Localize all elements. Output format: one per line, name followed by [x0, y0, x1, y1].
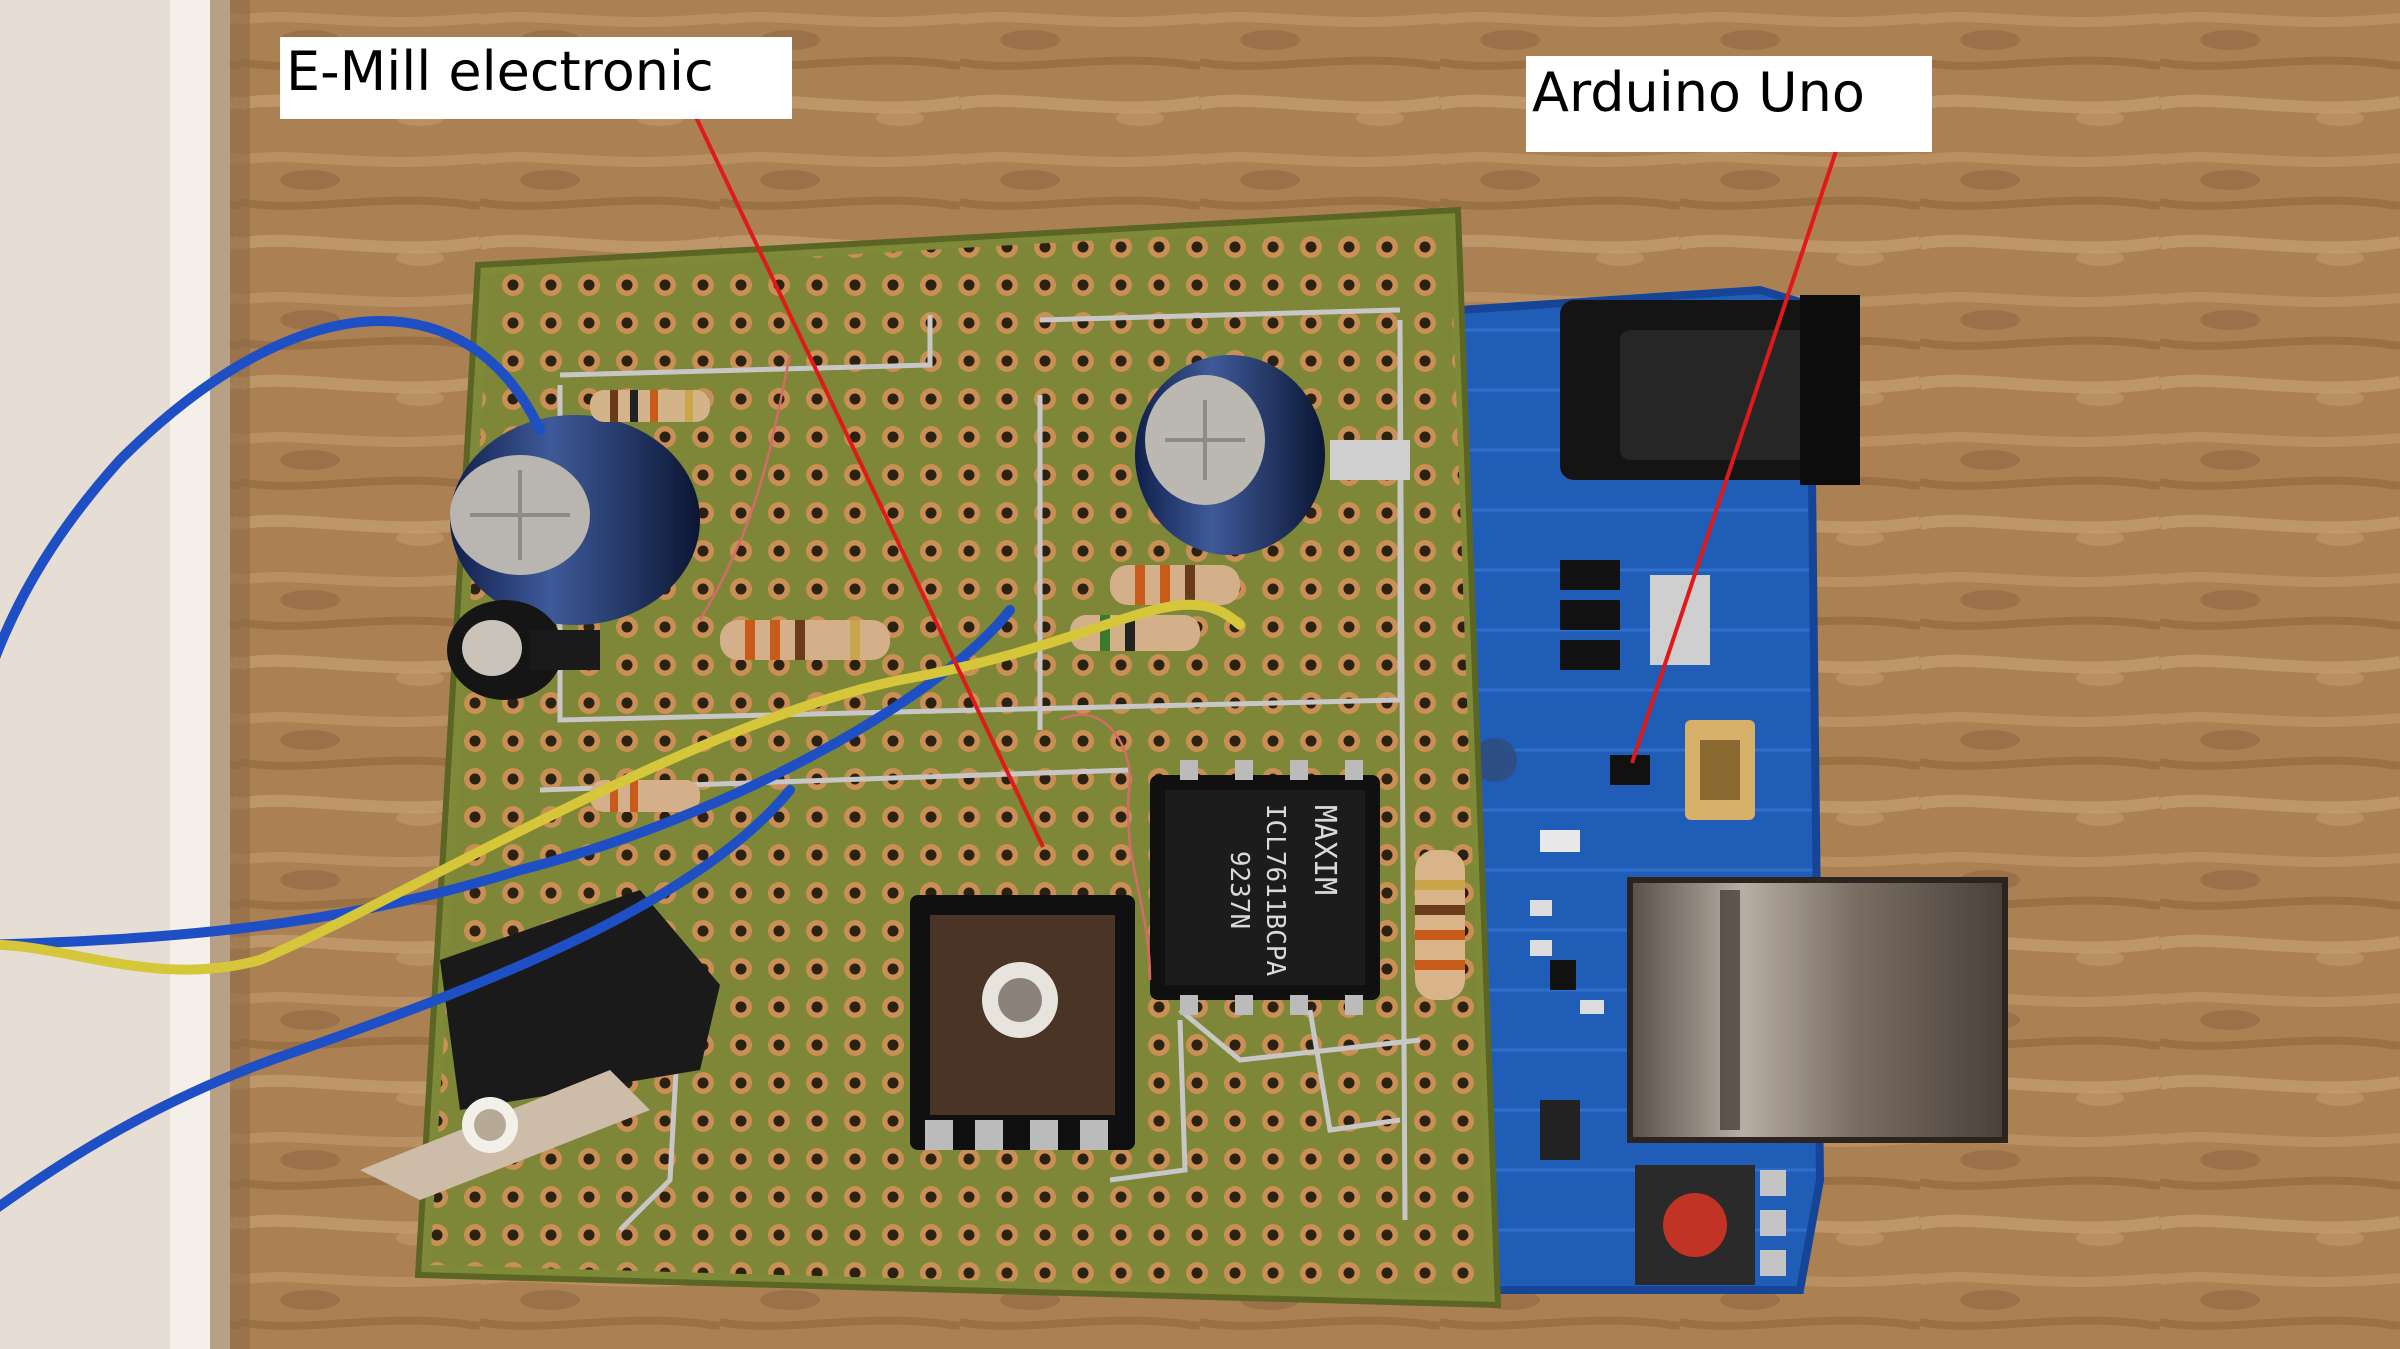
arduino-uno-board — [1459, 285, 2008, 1294]
electrolytic-capacitor-large — [450, 415, 700, 625]
reset-button — [1635, 1165, 1755, 1285]
label-emill-electronic: E-Mill electronic — [280, 37, 792, 119]
label-arduino-uno: Arduino Uno — [1526, 56, 1932, 152]
ic-chip: MAXIM ICL7611BCPA 9237N — [1150, 760, 1380, 1015]
chip-part: ICL7611BCPA — [1260, 804, 1290, 977]
chip-brand: MAXIM — [1307, 805, 1342, 895]
usb-b-connector — [1627, 877, 2008, 1143]
electrolytic-capacitor-top — [1135, 355, 1410, 555]
potentiometer — [910, 895, 1135, 1150]
thin-red-wire — [698, 354, 1152, 981]
chip-code: 9237N — [1224, 851, 1254, 929]
callout-line-arduino — [1630, 117, 1849, 764]
electrolytic-capacitor-small — [447, 600, 600, 700]
callout-line-emill — [673, 72, 1045, 848]
resistors — [590, 390, 1465, 1000]
voltage-regulator — [360, 890, 720, 1200]
hookup-wires — [0, 316, 1245, 1212]
